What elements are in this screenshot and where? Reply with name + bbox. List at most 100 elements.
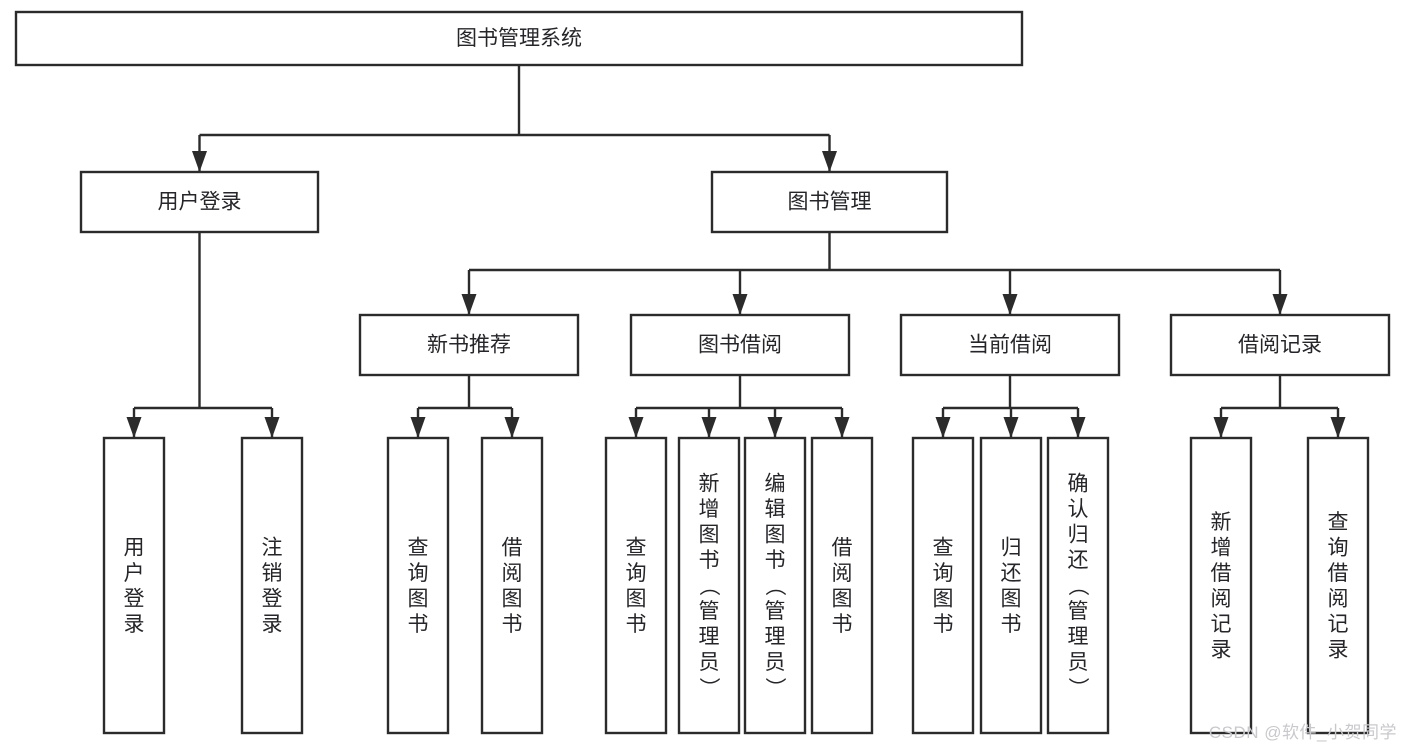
node-box[interactable] (358, 313, 580, 377)
node-leaf-query-book-1[interactable]: 查询图书查询图书 (386, 436, 450, 735)
node-book-borrow[interactable]: 图书借阅 (629, 313, 851, 377)
node-label-char: 录 (1328, 638, 1349, 661)
arrow-head-icon (767, 417, 783, 438)
node-new-book-recommend[interactable]: 新书推荐 (358, 313, 580, 377)
node-label-char: 登 (124, 587, 145, 610)
node-label-char: 归 (1068, 524, 1089, 547)
node-box[interactable] (1169, 313, 1391, 377)
node-label-char: 编 (765, 473, 786, 496)
arrow-head-icon (822, 151, 837, 172)
node-label-char: （ (1066, 575, 1089, 596)
node-label-char: 图 (1001, 587, 1022, 610)
node-label-char: 询 (933, 562, 954, 585)
node-box[interactable] (14, 10, 1024, 67)
node-box[interactable] (979, 436, 1043, 735)
node-leaf-query-book-3[interactable]: 查询图书查询图书 (911, 436, 975, 735)
arrow-head-icon (1330, 417, 1346, 438)
node-label-char: 书 (1001, 613, 1022, 636)
node-label-char: 理 (765, 626, 786, 649)
arrow-head-icon (504, 417, 520, 438)
node-root[interactable]: 图书管理系统 (14, 10, 1024, 67)
node-leaf-query-record[interactable]: 查询借阅记录查询借阅记录 (1306, 436, 1370, 735)
node-book-manage[interactable]: 图书管理 (710, 170, 949, 234)
node-label-char: 管 (765, 600, 786, 623)
node-label-char: 录 (1211, 638, 1232, 661)
node-label-char: 书 (933, 613, 954, 636)
node-label-char: 增 (699, 498, 720, 521)
node-box[interactable] (899, 313, 1121, 377)
node-label-char: 用 (124, 536, 145, 559)
node-box[interactable] (240, 436, 304, 735)
node-box[interactable] (710, 170, 949, 234)
arrow-head-icon (1002, 294, 1018, 315)
node-borrow-record[interactable]: 借阅记录 (1169, 313, 1391, 377)
arrow-head-icon (935, 417, 951, 438)
node-label-char: 登 (262, 587, 283, 610)
connector-layer (126, 65, 1346, 438)
node-label-char: 借 (1328, 562, 1349, 585)
node-label-char: 询 (408, 562, 429, 585)
node-leaf-user-login[interactable]: 用户登录用户登录 (102, 436, 166, 735)
node-label-char: 管 (1068, 600, 1089, 623)
node-box[interactable] (1306, 436, 1370, 735)
arrow-head-icon (264, 417, 280, 438)
node-label-char: 书 (626, 613, 647, 636)
node-label-char: 认 (1068, 498, 1089, 521)
node-leaf-borrow-book-1[interactable]: 借阅图书借阅图书 (480, 436, 544, 735)
node-box[interactable] (480, 436, 544, 735)
node-leaf-borrow-book-2[interactable]: 借阅图书借阅图书 (810, 436, 874, 735)
node-leaf-query-book-2[interactable]: 查询图书查询图书 (604, 436, 668, 735)
node-box[interactable] (79, 170, 320, 234)
node-box[interactable] (810, 436, 874, 735)
node-leaf-logout[interactable]: 注销登录注销登录 (240, 436, 304, 735)
node-label-char: ） (1066, 677, 1089, 698)
node-label-char: 阅 (832, 562, 853, 585)
node-box[interactable] (102, 436, 166, 735)
node-label-char: 书 (502, 613, 523, 636)
arrow-head-icon (1070, 417, 1086, 438)
node-current-borrow[interactable]: 当前借阅 (899, 313, 1121, 377)
node-label-char: 书 (408, 613, 429, 636)
arrow-head-icon (1213, 417, 1229, 438)
node-label: 图书管理 (788, 191, 872, 214)
node-label-char: 图 (626, 587, 647, 610)
node-label-char: 新 (1211, 511, 1232, 534)
node-label-char: 还 (1068, 549, 1089, 572)
node-label-char: 查 (408, 536, 429, 559)
node-box[interactable] (629, 313, 851, 377)
node-label-char: 理 (1068, 626, 1089, 649)
node-box[interactable] (386, 436, 450, 735)
node-user-login[interactable]: 用户登录 (79, 170, 320, 234)
node-label: 图书借阅 (698, 334, 782, 357)
node-box[interactable] (1189, 436, 1253, 735)
node-label-char: 查 (933, 536, 954, 559)
node-leaf-return-book[interactable]: 归还图书归还图书 (979, 436, 1043, 735)
node-box[interactable] (677, 436, 741, 735)
node-label-char: ） (697, 677, 720, 698)
node-label-char: 查 (626, 536, 647, 559)
node-label-char: 询 (626, 562, 647, 585)
node-box[interactable] (1046, 436, 1110, 735)
arrow-head-icon (410, 417, 426, 438)
node-label-char: 图 (502, 587, 523, 610)
node-label-char: ） (763, 677, 786, 698)
node-box[interactable] (743, 436, 807, 735)
arrow-head-icon (1003, 417, 1019, 438)
arrow-head-icon (628, 417, 644, 438)
node-label-char: 记 (1328, 613, 1349, 636)
node-box[interactable] (911, 436, 975, 735)
node-label-char: 阅 (1211, 587, 1232, 610)
node-box[interactable] (604, 436, 668, 735)
node-leaf-add-record[interactable]: 新增借阅记录新增借阅记录 (1189, 436, 1253, 735)
node-label-char: 增 (1211, 536, 1232, 559)
node-label-char: 阅 (1328, 587, 1349, 610)
node-label-char: 阅 (502, 562, 523, 585)
node-label-char: 注 (262, 536, 283, 559)
node-label-char: 员 (699, 651, 720, 674)
node-label-char: （ (763, 575, 786, 596)
node-label: 图书管理系统 (456, 27, 582, 50)
